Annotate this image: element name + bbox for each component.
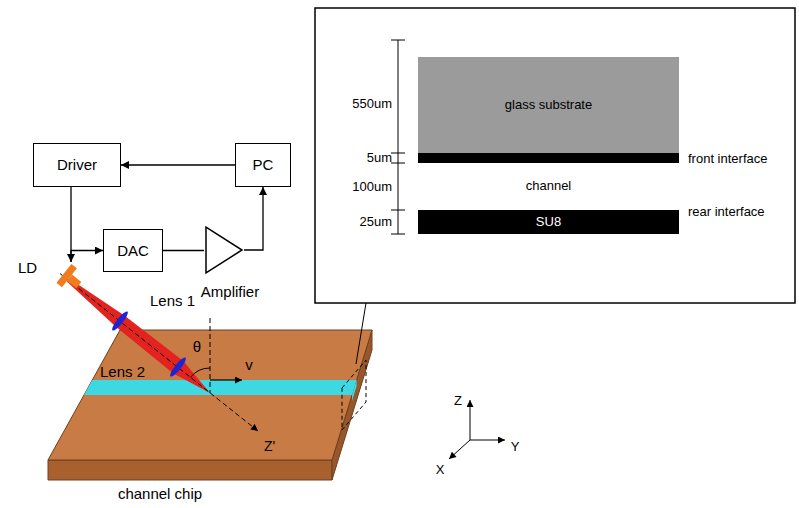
inset-frame bbox=[315, 8, 795, 303]
amplifier-outline bbox=[206, 227, 242, 273]
z-axis bbox=[470, 400, 471, 440]
axis-label: Y bbox=[511, 440, 520, 455]
node-label: Amplifier bbox=[190, 283, 270, 300]
lens-2 bbox=[168, 356, 188, 379]
driver-box: Driver bbox=[33, 143, 121, 187]
channel-section bbox=[352, 380, 357, 401]
flow-arrow bbox=[210, 379, 242, 380]
laser-diode-shape bbox=[54, 262, 88, 296]
velocity-label: v bbox=[245, 356, 253, 373]
axis-label: Z' bbox=[264, 438, 275, 454]
dimension-tick bbox=[391, 234, 405, 235]
axis-label: Z bbox=[454, 394, 462, 409]
signal-wire bbox=[71, 251, 103, 263]
axis-label: X bbox=[436, 463, 445, 478]
dac-box: DAC bbox=[103, 229, 163, 272]
lens-label: Lens 1 bbox=[150, 292, 195, 309]
interface-label: rear interface bbox=[688, 205, 765, 220]
node-label: DAC bbox=[117, 242, 149, 259]
microchannel bbox=[84, 380, 357, 395]
chip-label: channel chip bbox=[118, 485, 202, 502]
signal-wire bbox=[121, 164, 235, 165]
signal-wire bbox=[244, 187, 263, 250]
x-axis bbox=[449, 440, 470, 459]
dimension-label: 5um bbox=[367, 151, 392, 166]
y-axis bbox=[470, 440, 505, 441]
node-label: Driver bbox=[57, 156, 97, 173]
amplifier-triangle bbox=[204, 225, 244, 275]
node-label: channel bbox=[526, 179, 572, 194]
node-label: SU8 bbox=[536, 215, 561, 230]
dimension-tick bbox=[391, 210, 405, 211]
dimension-line bbox=[398, 40, 399, 234]
interface-label: front interface bbox=[688, 152, 768, 167]
section-callout bbox=[342, 360, 366, 430]
chip-top-face bbox=[48, 330, 372, 460]
surface-normal bbox=[210, 318, 211, 393]
dimension-label: 550um bbox=[352, 97, 392, 112]
lens-1 bbox=[110, 310, 130, 333]
dimension-label: 100um bbox=[352, 180, 392, 195]
amplifier-symbol: Amplifier bbox=[190, 225, 270, 305]
su8-layer: SU8 bbox=[418, 210, 679, 234]
node-label: PC bbox=[253, 156, 274, 173]
channel-layer: channel bbox=[418, 163, 679, 210]
node-label: glass substrate bbox=[505, 98, 592, 113]
laser-diode: LD bbox=[18, 262, 88, 296]
chip-front-face bbox=[48, 460, 332, 480]
glass-substrate-layer: glass substrate bbox=[418, 57, 679, 153]
leader-line bbox=[356, 303, 366, 364]
dimension-tick bbox=[391, 40, 405, 41]
dimension-label: 25um bbox=[359, 215, 392, 230]
dimension-tick bbox=[391, 163, 405, 164]
angle-arc bbox=[190, 368, 210, 377]
pc-box: PC bbox=[235, 143, 291, 187]
angle-label: θ bbox=[193, 338, 201, 355]
signal-wire bbox=[163, 250, 204, 251]
lens-label: Lens 2 bbox=[100, 363, 145, 380]
dimension-tick bbox=[391, 153, 405, 154]
diode-body bbox=[67, 275, 81, 289]
front-interface-layer bbox=[418, 153, 679, 163]
node-label: LD bbox=[18, 259, 37, 276]
